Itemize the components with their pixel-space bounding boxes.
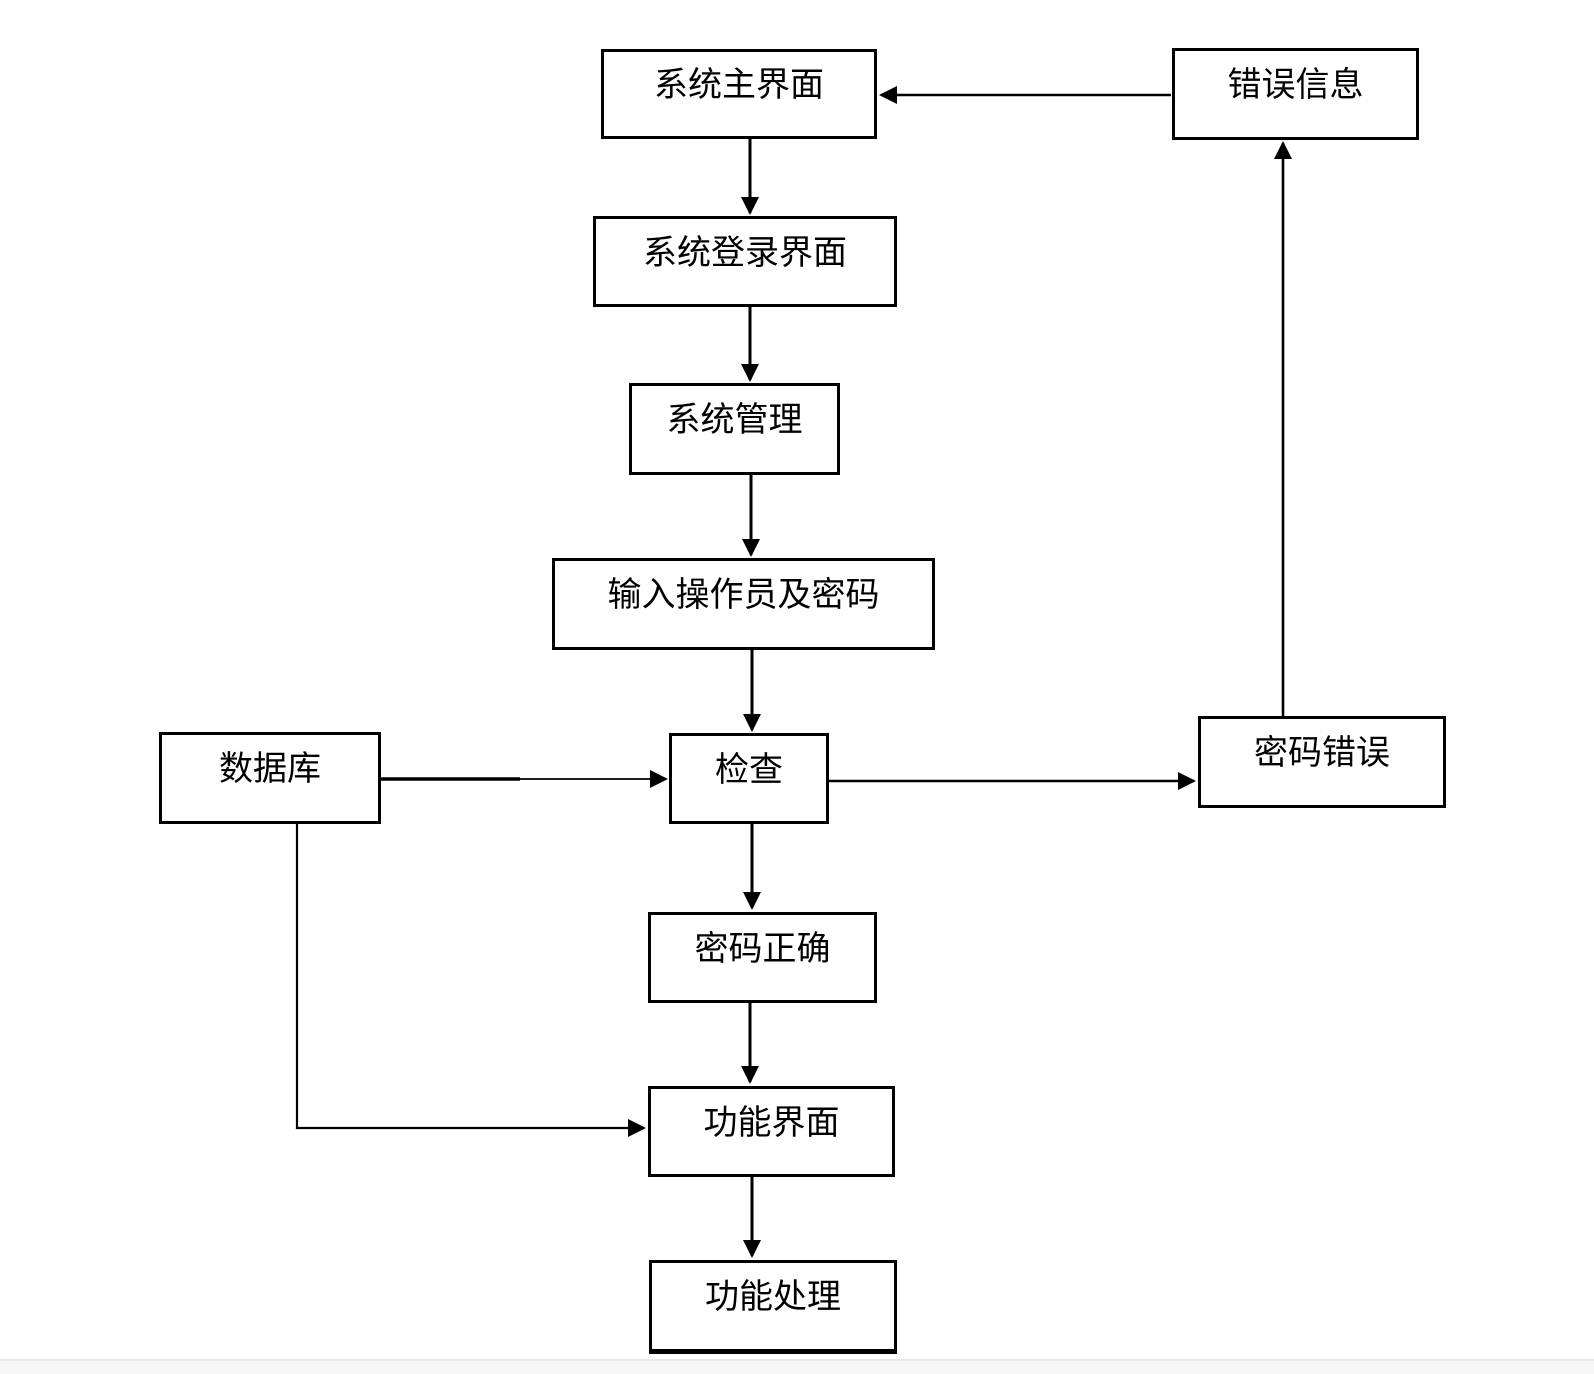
node-check: 检查 xyxy=(669,733,829,824)
node-database: 数据库 xyxy=(159,732,381,824)
node-error-info: 错误信息 xyxy=(1172,48,1419,140)
node-system-mgmt: 系统管理 xyxy=(629,383,840,475)
node-function-process: 功能处理 xyxy=(649,1260,897,1354)
node-system-login: 系统登录界面 xyxy=(593,216,897,307)
edge-database-to-function-ui xyxy=(295,824,646,1137)
node-password-error: 密码错误 xyxy=(1198,716,1446,808)
node-password-correct: 密码正确 xyxy=(648,912,877,1003)
node-system-main: 系统主界面 xyxy=(601,49,877,139)
page-bottom-strip xyxy=(0,1359,1594,1374)
node-input-operator-password: 输入操作员及密码 xyxy=(552,558,935,650)
node-function-ui: 功能界面 xyxy=(648,1086,895,1177)
